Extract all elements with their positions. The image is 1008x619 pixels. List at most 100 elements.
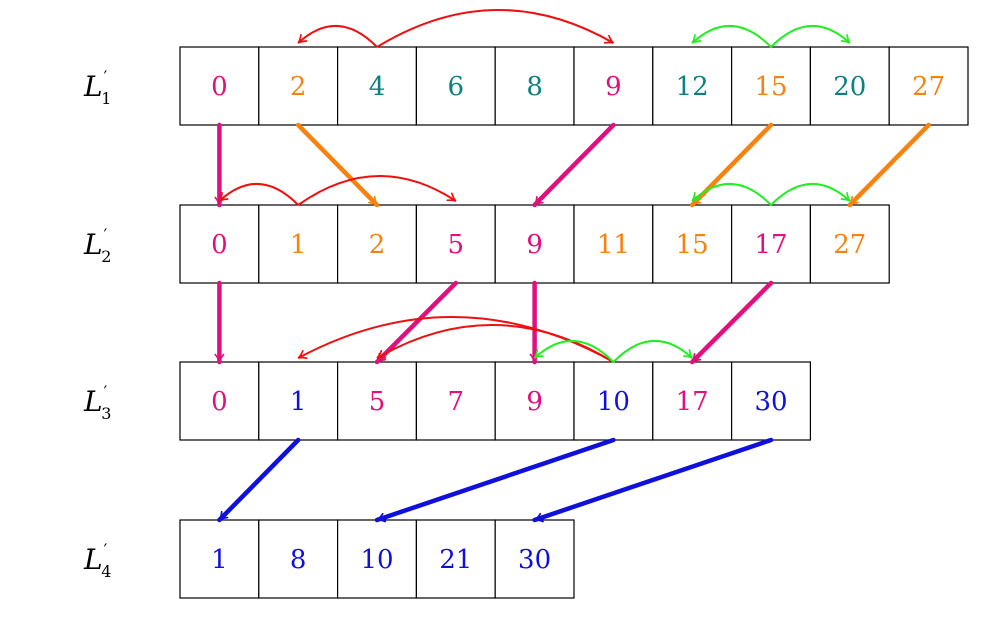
- cell-box: [258, 204, 339, 284]
- list-label-subscript: 3: [101, 404, 111, 423]
- list-label-letter: L: [83, 385, 103, 418]
- cell-value: 1: [290, 230, 307, 260]
- cell-value: 2: [369, 230, 386, 260]
- cell-value: 0: [211, 72, 228, 102]
- cell-value: 27: [833, 230, 866, 260]
- bridge-arrow: [770, 25, 851, 48]
- cell-box: [415, 361, 496, 441]
- list-cell: 9: [494, 204, 575, 284]
- cell-box: [652, 204, 733, 284]
- cell-value: 9: [526, 230, 543, 260]
- list-cell: 1: [179, 519, 260, 599]
- cell-value: 1: [290, 387, 307, 417]
- list-label-1: L′ 1: [83, 67, 111, 108]
- bridge-arrow: [376, 324, 614, 363]
- cell-box: [573, 46, 654, 126]
- bridge-arrow: [218, 183, 299, 206]
- list-cell: 12: [652, 46, 733, 126]
- cell-box: [415, 204, 496, 284]
- cell-box: [258, 361, 339, 441]
- list-cell: 1: [258, 361, 339, 441]
- cell-box: [730, 361, 811, 441]
- cell-value: 27: [912, 72, 945, 102]
- bridge-arrow: [691, 25, 772, 48]
- list-cell: 10: [573, 361, 654, 441]
- cell-value: 4: [369, 72, 386, 102]
- cell-box: [415, 519, 496, 599]
- bridge-arrows: [218, 9, 851, 363]
- list-cell: 0: [179, 361, 260, 441]
- cascade-arrow: [532, 437, 774, 523]
- cell-value: 2: [290, 72, 307, 102]
- cell-value: 21: [439, 545, 472, 575]
- list-cell: 9: [573, 46, 654, 126]
- cell-value: 5: [369, 387, 386, 417]
- list-cell: 0: [179, 46, 260, 126]
- bridge-arrow: [612, 340, 693, 363]
- cell-value: 0: [211, 230, 228, 260]
- bridge-arrow: [297, 175, 457, 206]
- cascade-arrow: [217, 437, 301, 523]
- list-cell: 21: [415, 519, 496, 599]
- bridge-arrow: [691, 183, 772, 206]
- list-cell: 8: [494, 46, 575, 126]
- list-label-prime: ′: [104, 540, 108, 559]
- bridge-arrow: [533, 340, 615, 363]
- list-label-prime: ′: [104, 382, 108, 401]
- cascade-arrow: [295, 122, 380, 208]
- list-label-2: L′2: [83, 225, 111, 266]
- list-cell: 30: [730, 361, 811, 441]
- cell-box: [258, 519, 339, 599]
- cell-box: [573, 204, 654, 284]
- list-cell: 2: [337, 204, 418, 284]
- list-cell: 15: [652, 204, 733, 284]
- cell-value: 5: [448, 230, 465, 260]
- list-cell: 6: [415, 46, 496, 126]
- cell-value: 9: [605, 72, 622, 102]
- list-cell: 8: [258, 519, 339, 599]
- list-cell: 27: [888, 46, 969, 126]
- cell-box: [258, 46, 339, 126]
- cell-box: [730, 204, 811, 284]
- cell-box: [809, 204, 890, 284]
- list-label-letter: L: [83, 543, 103, 576]
- list-cell: 10: [337, 519, 418, 599]
- cell-value: 15: [754, 72, 787, 102]
- list-label-letter: L: [83, 228, 103, 261]
- cell-box: [179, 361, 260, 441]
- list-labels: L′1L′2L′3L′4: [83, 67, 111, 581]
- cell-value: 10: [360, 545, 393, 575]
- list-label-letter: L: [83, 70, 103, 103]
- cell-box: [179, 519, 260, 599]
- cell-value: 11: [597, 230, 630, 260]
- cell-value: 30: [754, 387, 787, 417]
- cell-value: 30: [518, 545, 551, 575]
- list-cell: 15: [730, 46, 811, 126]
- cell-value: 15: [676, 230, 709, 260]
- list-cell: 2: [258, 46, 339, 126]
- cell-box: [494, 519, 575, 599]
- list-cell: 17: [730, 204, 811, 284]
- list-label-subscript: 4: [101, 562, 111, 581]
- list-label-subscript: 1: [101, 89, 111, 108]
- cell-value: 17: [676, 387, 709, 417]
- cascade-arrow: [532, 122, 616, 208]
- cell-value: 12: [676, 72, 709, 102]
- list-cell: 4: [337, 46, 418, 126]
- cell-value: 6: [448, 72, 465, 102]
- list-cell: 0: [179, 204, 260, 284]
- cell-box: [337, 204, 418, 284]
- cell-box: [730, 46, 811, 126]
- cell-value: 8: [290, 545, 307, 575]
- cell-value: 0: [211, 387, 228, 417]
- list-cell: 9: [494, 361, 575, 441]
- cell-value: 17: [754, 230, 787, 260]
- cascade-arrow: [847, 122, 931, 208]
- cell-value: 9: [526, 387, 543, 417]
- bridge-arrow: [376, 9, 614, 48]
- cell-value: 10: [597, 387, 630, 417]
- list-label-prime: ′: [104, 67, 108, 86]
- cell-box: [494, 46, 575, 126]
